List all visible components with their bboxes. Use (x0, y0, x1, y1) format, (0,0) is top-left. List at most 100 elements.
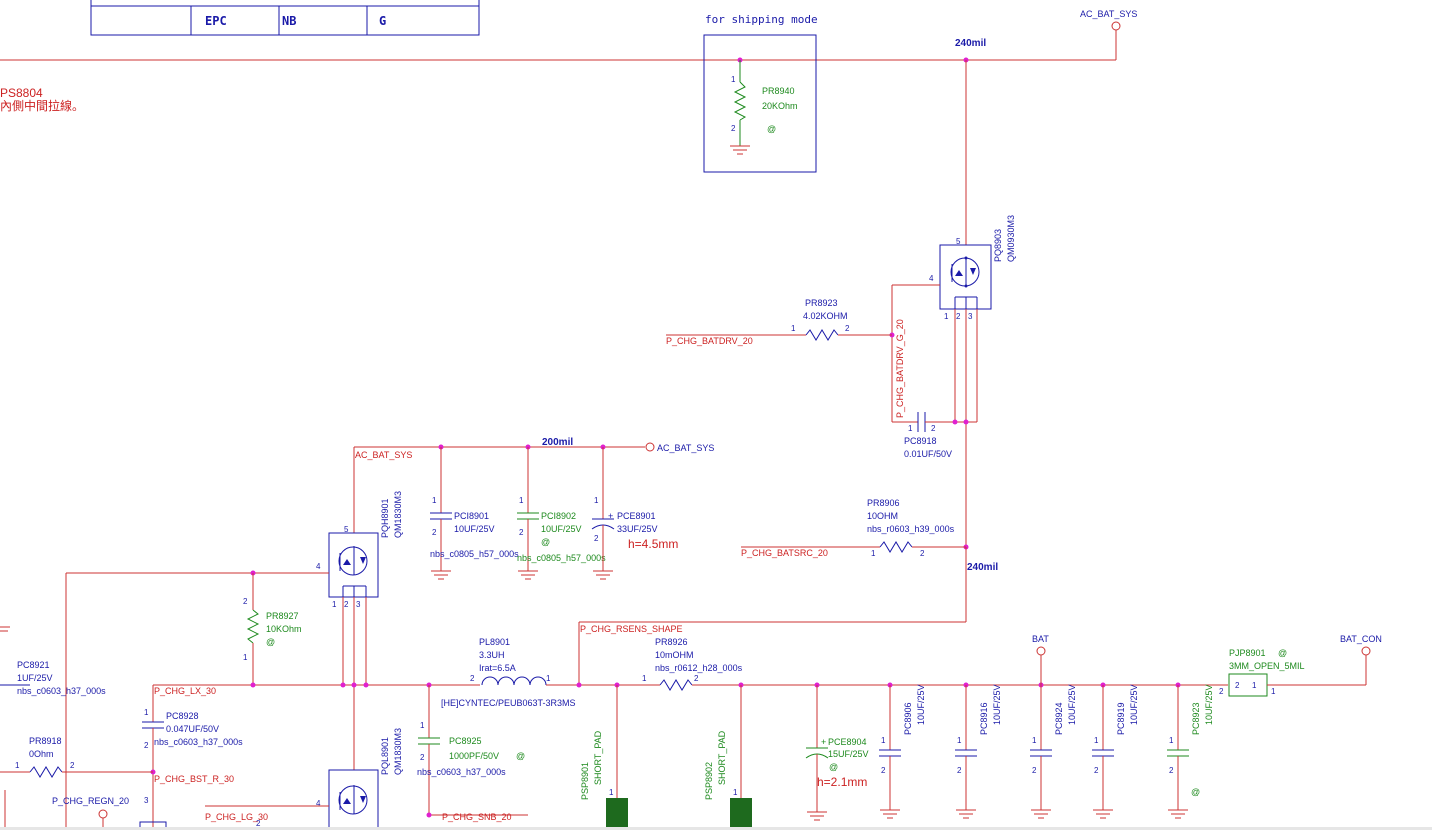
net-lg: P_CHG_LG_30 (205, 812, 268, 822)
width-240mil-mid: 240mil (967, 562, 998, 573)
resistor-pr8918 (29, 766, 63, 778)
svg-text:1: 1 (871, 549, 876, 558)
pr8906-val: 10OHM (867, 511, 898, 521)
svg-text:1: 1 (731, 75, 736, 84)
pc8928-pkg: nbs_c0603_h37_000s (154, 737, 243, 747)
svg-text:2: 2 (470, 674, 475, 683)
pc8921-ref: PC8921 (17, 660, 50, 670)
pr8926-val: 10mOHM (655, 650, 694, 660)
pr8923-ref: PR8923 (805, 298, 838, 308)
svg-text:2: 2 (731, 124, 736, 133)
pc8924-ref: PC8924 (1054, 702, 1064, 735)
pr8906-ref: PR8906 (867, 498, 900, 508)
svg-text:1: 1 (957, 736, 962, 745)
pql8901-val: QM1830M3 (393, 728, 403, 775)
output-cap-pc8919 (1092, 685, 1114, 819)
pc8924-val: 10UF/25V (1067, 684, 1077, 725)
psp8902-ref: PSP8902 (704, 762, 714, 800)
resistor-pr8906 (879, 541, 913, 553)
title-block: EPC NB G (90, 0, 480, 36)
mosfet-pq8903 (939, 244, 992, 310)
pr8918-ref: PR8918 (29, 736, 62, 746)
output-cap-pc8923 (1167, 685, 1189, 819)
svg-text:2: 2 (594, 534, 599, 543)
pci8901-ref: PCI8901 (454, 511, 489, 521)
short-pad-psp8902 (730, 798, 752, 830)
svg-text:5: 5 (956, 237, 961, 246)
short-pad-psp8901 (606, 798, 628, 830)
note-h45: h=4.5mm (628, 537, 678, 551)
pq8903-val: QM0930M3 (1006, 215, 1016, 262)
svg-text:1: 1 (519, 496, 524, 505)
chinese-note: 內側中間拉線。 (0, 98, 84, 113)
pc8919-ref: PC8919 (1116, 702, 1126, 735)
pc8919-val: 10UF/25V (1129, 684, 1139, 725)
svg-text:+: + (821, 737, 826, 747)
resistor-pr8926 (659, 679, 693, 691)
pr8918-val: 0Ohm (29, 749, 54, 759)
resistor-pr8923 (805, 329, 839, 341)
pc8925-ref: PC8925 (449, 736, 482, 746)
pc8916-ref: PC8916 (979, 702, 989, 735)
svg-text:1: 1 (243, 653, 248, 662)
bat-con-port (1361, 646, 1371, 656)
pc8916-val: 10UF/25V (992, 684, 1002, 725)
net-lx: P_CHG_LX_30 (154, 686, 216, 696)
net-ac-bat-sys-top: AC_BAT_SYS (1080, 9, 1137, 19)
pr8906-pkg: nbs_r0603_h39_000s (867, 524, 955, 534)
pr8926-pkg: nbs_r0612_h28_000s (655, 663, 743, 673)
shipping-mode-note: for shipping mode (705, 13, 818, 26)
svg-text:4: 4 (316, 799, 321, 808)
pc8921-pkg: nbs_c0603_h37_000s (17, 686, 106, 696)
pjp8901-ref: PJP8901 (1229, 648, 1266, 658)
svg-text:5: 5 (344, 525, 349, 534)
pc8918-val: 0.01UF/50V (904, 449, 952, 459)
pce8901-ref: PCE8901 (617, 511, 656, 521)
svg-text:1: 1 (609, 788, 614, 797)
svg-text:2: 2 (881, 766, 886, 775)
bottom-scrollbar[interactable] (0, 827, 1432, 830)
svg-text:1: 1 (15, 761, 20, 770)
net-batdrv: P_CHG_BATDRV_20 (666, 336, 753, 346)
net-rsens: P_CHG_RSENS_SHAPE (580, 624, 683, 634)
mosfet-pql8901 (328, 769, 379, 830)
svg-text:2: 2 (344, 600, 349, 609)
net-batsrc: P_CHG_BATSRC_20 (741, 548, 828, 558)
svg-text:2: 2 (956, 312, 961, 321)
pci8902-pkg: nbs_c0805_h57_000s (517, 553, 606, 563)
svg-text:1: 1 (1271, 687, 1276, 696)
width-240mil-top: 240mil (955, 38, 986, 49)
svg-text:2: 2 (243, 597, 248, 606)
title-cell-3: G (379, 14, 386, 28)
pr8927-val: 10KOhm (266, 624, 302, 634)
svg-text:1: 1 (881, 736, 886, 745)
pce8904-ref: PCE8904 (828, 737, 867, 747)
svg-text:2: 2 (1032, 766, 1037, 775)
pci8902-ref: PCI8902 (541, 511, 576, 521)
pci8901-val: 10UF/25V (454, 524, 495, 534)
ps-ref-note: PS8804 (0, 86, 43, 100)
net-bat: BAT (1032, 634, 1049, 644)
svg-text:1: 1 (594, 496, 599, 505)
pci8902-val: 10UF/25V (541, 524, 582, 534)
svg-text:4: 4 (929, 274, 934, 283)
bat-port (1036, 646, 1046, 656)
pl8901-ref: PL8901 (479, 637, 510, 647)
svg-text:1: 1 (432, 496, 437, 505)
pjp8901-val: 3MM_OPEN_5MIL (1229, 661, 1305, 671)
pqh8901-val: QM1830M3 (393, 491, 403, 538)
svg-text:2: 2 (1169, 766, 1174, 775)
regn-port (98, 809, 108, 819)
pl8901-val: 3.3UH (479, 650, 505, 660)
resistor-pr8927 (246, 609, 260, 644)
svg-text:1: 1 (733, 788, 738, 797)
pci8901-pkg: nbs_c0805_h57_000s (430, 549, 519, 559)
pql8901-ref: PQL8901 (380, 737, 390, 775)
pc8906-ref: PC8906 (903, 702, 913, 735)
title-cell-2: NB (282, 14, 296, 28)
pc8923-at: @ (1191, 787, 1200, 797)
pc8928-val: 0.047UF/50V (166, 724, 219, 734)
pr8940-ref: PR8940 (762, 86, 795, 96)
net-snb: P_CHG_SNB_20 (442, 812, 512, 822)
pr8927-at: @ (266, 637, 275, 647)
